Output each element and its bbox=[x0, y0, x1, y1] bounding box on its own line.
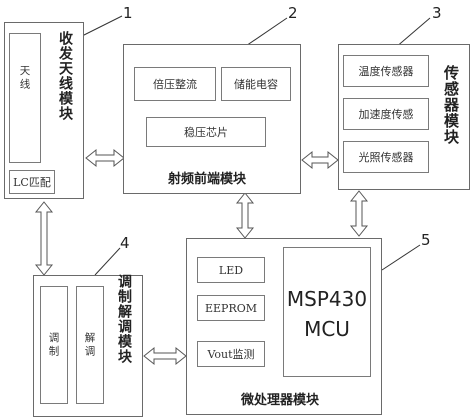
callout-3: 3 bbox=[432, 4, 442, 22]
vout-label: Vout监测 bbox=[207, 348, 255, 361]
lc-match-label: LC匹配 bbox=[13, 176, 51, 189]
sensor-module-title: 传感器模块 bbox=[442, 65, 460, 145]
rectifier-box: 倍压整流 bbox=[134, 67, 216, 101]
leader-line-3 bbox=[394, 17, 431, 49]
demodulate-label: 解调 bbox=[83, 331, 96, 359]
vout-box: Vout监测 bbox=[197, 341, 265, 367]
antenna-module-title: 收发天线模块 bbox=[57, 31, 73, 121]
antenna-module: 天线 LC匹配 收发天线模块 bbox=[4, 22, 84, 199]
arrow-antenna-rf bbox=[85, 148, 125, 168]
antenna-box: 天线 bbox=[9, 33, 41, 163]
led-box: LED bbox=[197, 257, 265, 283]
callout-2: 2 bbox=[288, 4, 298, 22]
mcu-chip-label: MSP430 MCU bbox=[283, 284, 371, 344]
storage-cap-label: 储能电容 bbox=[234, 78, 278, 91]
lc-match-box: LC匹配 bbox=[9, 170, 55, 194]
storage-cap-box: 储能电容 bbox=[221, 67, 291, 101]
eeprom-box: EEPROM bbox=[197, 295, 265, 321]
modulate-box: 调制 bbox=[40, 286, 68, 404]
mcu-chip-line2: MCU bbox=[304, 317, 350, 341]
rectifier-label: 倍压整流 bbox=[153, 78, 197, 91]
arrow-modem-mcu bbox=[143, 346, 187, 366]
leader-line-4 bbox=[94, 247, 121, 276]
mcu-module-title: 微处理器模块 bbox=[241, 393, 320, 408]
sensor-label-temperature: 温度传感器 bbox=[358, 65, 414, 78]
arrow-sensor-mcu bbox=[349, 190, 369, 237]
eeprom-label: EEPROM bbox=[204, 301, 258, 315]
arrow-rf-mcu bbox=[235, 192, 255, 239]
arrow-rf-sensor bbox=[301, 150, 339, 170]
leader-line-5 bbox=[381, 244, 421, 271]
regulator-label: 稳压芯片 bbox=[184, 126, 228, 139]
mcu-chip-line1: MSP430 bbox=[286, 287, 368, 311]
mcu-chip-box bbox=[283, 247, 371, 377]
modulate-label: 调制 bbox=[47, 331, 60, 359]
leader-line-1 bbox=[77, 15, 123, 39]
rf-module: 倍压整流 储能电容 稳压芯片 射频前端模块 bbox=[123, 44, 301, 194]
callout-5: 5 bbox=[421, 231, 431, 249]
sensor-item-light: 光照传感器 bbox=[343, 141, 429, 173]
rf-module-title: 射频前端模块 bbox=[168, 172, 247, 187]
sensor-item-acceleration: 加速度传感 bbox=[343, 98, 429, 130]
modem-module: 调制 解调 调制解调模块 bbox=[33, 274, 143, 417]
antenna-label: 天线 bbox=[18, 64, 31, 92]
sensor-module: 温度传感器 加速度传感 光照传感器 传感器模块 bbox=[338, 44, 470, 190]
modem-module-title: 调制解调模块 bbox=[116, 274, 132, 364]
mcu-module: LED EEPROM Vout监测 MSP430 MCU 微处理器模块 bbox=[186, 238, 382, 415]
sensor-label-acceleration: 加速度传感 bbox=[358, 108, 414, 121]
arrow-antenna-modem bbox=[34, 201, 54, 276]
demodulate-box: 解调 bbox=[76, 286, 104, 404]
sensor-label-light: 光照传感器 bbox=[358, 151, 414, 164]
callout-4: 4 bbox=[120, 234, 130, 252]
regulator-box: 稳压芯片 bbox=[146, 117, 266, 147]
callout-1: 1 bbox=[123, 4, 133, 22]
sensor-item-temperature: 温度传感器 bbox=[343, 55, 429, 87]
led-label: LED bbox=[218, 263, 244, 277]
